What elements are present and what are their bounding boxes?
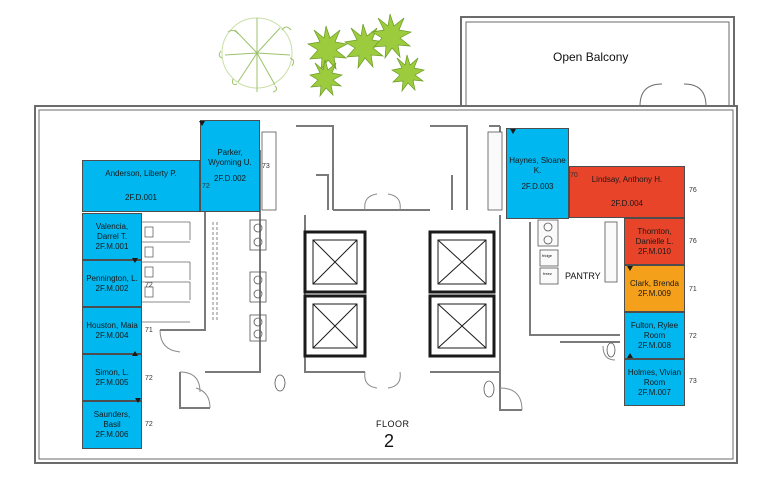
room-2F-M-010[interactable]: Thornton, Danielle L. 2F.M.010	[624, 218, 685, 265]
room-2F-M-005[interactable]: Simon, L. 2F.M.005	[82, 354, 142, 401]
room-2F-M-006[interactable]: Saunders, Basil 2F.M.006	[82, 401, 142, 449]
pantry-label: PANTRY	[565, 271, 601, 281]
occupant-name: Pennington, L.	[86, 273, 138, 283]
interior-walls	[160, 125, 620, 411]
balcony-label: Open Balcony	[553, 50, 629, 64]
door-marker	[132, 351, 138, 356]
toilet-icon	[140, 221, 218, 323]
room-2F-M-008[interactable]: Fulton, Rylee Room 2F.M.008	[624, 312, 685, 359]
door-marker	[132, 258, 138, 263]
room-2F-M-001[interactable]: Valencia, Darrel T. 2F.M.001	[82, 213, 142, 260]
room-2F-M-002[interactable]: Pennington, L. 2F.M.002	[82, 260, 142, 307]
room-number-label: 73	[689, 378, 697, 385]
room-code: 2F.M.004	[95, 330, 129, 340]
occupant-name: Lindsay, Anthony H.	[591, 175, 663, 184]
room-2F-M-004[interactable]: Houston, Maia 2F.M.004	[82, 307, 142, 354]
room-code: 2F.M.007	[638, 387, 671, 397]
room-code: 2F.M.002	[95, 283, 129, 293]
occupant-name: Saunders, Basil	[93, 410, 131, 429]
occupant-name: Anderson, Liberty P.	[105, 169, 177, 178]
occupant-name: Clark, Brenda	[630, 278, 679, 288]
room-code: 2F.M.006	[95, 430, 129, 439]
elevator-shafts	[303, 230, 496, 358]
room-number-label: 76	[689, 238, 697, 245]
room-code: 2F.M.005	[95, 377, 129, 387]
room-code: 2F.D.004	[610, 199, 644, 208]
room-number-label: 71	[145, 327, 153, 334]
room-number-label: 72	[689, 333, 697, 340]
room-code: 2F.M.010	[638, 246, 671, 256]
balcony-walls	[460, 16, 735, 107]
room-number-label: 70	[570, 172, 578, 179]
door-marker	[135, 398, 141, 403]
room-2F-D-004[interactable]: Lindsay, Anthony H. 2F.D.004	[569, 166, 685, 218]
occupant-name: Valencia, Darrel T.	[95, 221, 129, 241]
door-marker	[510, 129, 516, 134]
occupant-name: Holmes, Vivian Room	[627, 367, 682, 387]
occupant-name: Houston, Maia	[86, 320, 138, 330]
room-code: 2F.D.003	[521, 181, 554, 191]
room-code: 2F.M.008	[638, 340, 671, 350]
floor-number: 2	[384, 431, 395, 451]
room-2F-D-001[interactable]: Anderson, Liberty P. 2F.D.001	[82, 160, 200, 212]
tree-icon	[218, 17, 295, 93]
room-number-label: 73	[262, 163, 270, 170]
door-marker	[199, 121, 205, 126]
floor-label: FLOOR	[376, 419, 410, 429]
outer-walls	[34, 105, 738, 464]
door-marker	[627, 353, 633, 358]
room-code: 2F.D.002	[213, 174, 247, 183]
doors	[159, 193, 616, 411]
room-number-label: 72	[145, 421, 153, 428]
room-number-label: 72	[145, 375, 153, 382]
occupant-name: Fulton, Rylee Room	[630, 320, 679, 340]
room-2F-D-002[interactable]: Parker, Wyoming U. 2F.D.002	[200, 120, 260, 212]
room-code: 2F.M.009	[638, 288, 671, 298]
pantry-fixtures	[261, 131, 618, 285]
occupant-name: Haynes, Sloane K.	[509, 155, 566, 175]
shrub-icon	[307, 13, 426, 98]
occupant-name: Simon, L.	[95, 367, 129, 377]
room-2F-D-003[interactable]: Haynes, Sloane K. 2F.D.003	[506, 128, 569, 219]
room-number-label: 72	[145, 282, 153, 289]
room-number-label: 72	[202, 183, 210, 190]
room-code: 2F.M.001	[95, 241, 129, 251]
freezer-label: freez	[543, 271, 552, 276]
sink-icon	[249, 219, 616, 398]
occupant-name: Thornton, Danielle L.	[635, 226, 674, 246]
door-marker	[627, 266, 633, 271]
room-code: 2F.D.001	[124, 193, 158, 202]
room-number-label: 76	[689, 187, 697, 194]
fridge-label: fridge	[542, 253, 553, 258]
room-2F-M-007[interactable]: Holmes, Vivian Room 2F.M.007	[624, 359, 685, 406]
room-2F-M-009[interactable]: Clark, Brenda 2F.M.009	[624, 265, 685, 312]
occupant-name: Parker, Wyoming U.	[208, 148, 252, 167]
room-number-label: 71	[689, 286, 697, 293]
